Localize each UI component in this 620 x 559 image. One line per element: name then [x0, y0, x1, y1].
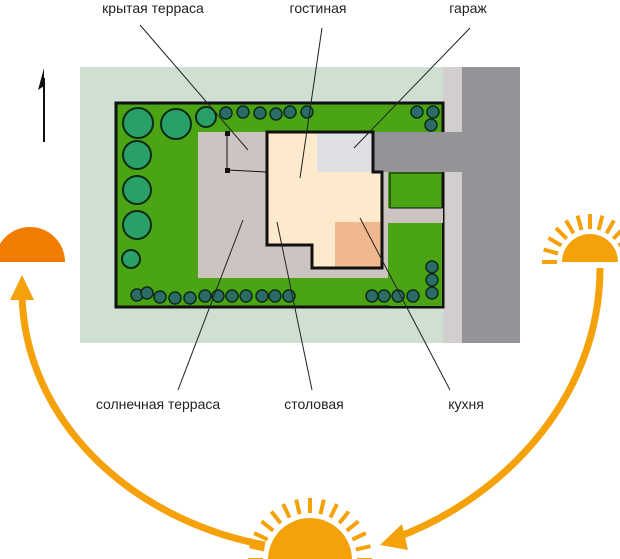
tree-icon: [122, 175, 152, 205]
sun-ray: [328, 503, 339, 519]
sun-ray: [281, 503, 292, 519]
tree-icon: [410, 105, 424, 119]
sun-ray: [611, 229, 620, 241]
sun-ray: [269, 510, 283, 525]
tree-icon: [426, 105, 440, 119]
sun-ray: [294, 499, 302, 515]
sun-ray: [351, 531, 367, 542]
sun-ray: [596, 215, 605, 231]
label-covered-terrace: крытая терраса: [102, 0, 204, 16]
pergola-post: [225, 131, 230, 136]
tree-icon: [122, 210, 152, 240]
sun-ray: [260, 519, 275, 533]
label-kitchen: кухня: [448, 396, 484, 412]
sun-ray: [337, 510, 351, 525]
tree-icon: [255, 289, 269, 303]
tree-icon: [183, 291, 197, 305]
lawn-patch-1: [389, 172, 443, 209]
tree-icon: [239, 289, 253, 303]
tree-icon: [198, 289, 212, 303]
tree-icon: [406, 289, 420, 303]
sun-disc: [562, 234, 618, 262]
sun-ray: [547, 236, 563, 248]
tree-icon: [236, 105, 250, 119]
sidewalk: [443, 67, 463, 343]
tree-icon: [195, 106, 217, 128]
sun-ray: [345, 519, 360, 533]
north-arrow-icon: [38, 68, 45, 142]
tree-icon: [122, 140, 152, 170]
tree-icon: [365, 289, 379, 303]
tree-icon: [225, 289, 239, 303]
tree-icon: [425, 273, 439, 287]
tree-icon: [219, 106, 233, 120]
arrow-head-left: [10, 275, 34, 300]
sun-ray: [318, 499, 326, 515]
tree-icon: [425, 260, 439, 274]
label-sun-terrace: солнечная терраса: [95, 396, 221, 412]
tree-icon: [425, 286, 439, 300]
tree-icon: [160, 108, 192, 140]
tree-icon: [269, 107, 283, 121]
sun-ray: [575, 215, 584, 231]
sun-ray: [564, 219, 576, 235]
label-garage: гараж: [449, 0, 487, 16]
tree-icon: [168, 291, 182, 305]
tree-icon: [377, 289, 391, 303]
leader-lines: [139, 24, 471, 391]
tree-icon: [300, 105, 314, 119]
driveway: [373, 132, 463, 172]
arrow-head-right: [380, 524, 408, 550]
tree-icon: [268, 289, 282, 303]
tree-icon: [253, 106, 267, 120]
tree-icon: [424, 118, 438, 132]
sun-ray: [554, 226, 569, 241]
kitchen-room: [335, 222, 382, 268]
garden-path: [388, 208, 443, 223]
sun-ray: [355, 544, 371, 552]
tree-icon: [121, 249, 141, 269]
road: [462, 67, 520, 343]
sun-ray: [249, 544, 265, 552]
label-living-room: гостиная: [289, 0, 347, 16]
trees: [121, 105, 440, 305]
sun-disc: [268, 518, 352, 559]
tree-icon: [153, 290, 167, 304]
tree-icon: [391, 289, 405, 303]
tree-icon: [140, 286, 154, 300]
tree-icon: [122, 107, 154, 139]
sun-icon: [0, 227, 65, 262]
tree-icon: [283, 105, 297, 119]
sun-ray: [543, 247, 559, 256]
sun-ray: [604, 219, 616, 235]
label-dining-room: столовая: [284, 396, 344, 412]
garage-room: [317, 133, 373, 172]
sun-icon: [542, 214, 620, 264]
pergola-post: [225, 168, 230, 173]
sun-path-arrows: [18, 267, 604, 549]
sun-icon: [248, 498, 372, 559]
sun-ray: [253, 531, 269, 542]
